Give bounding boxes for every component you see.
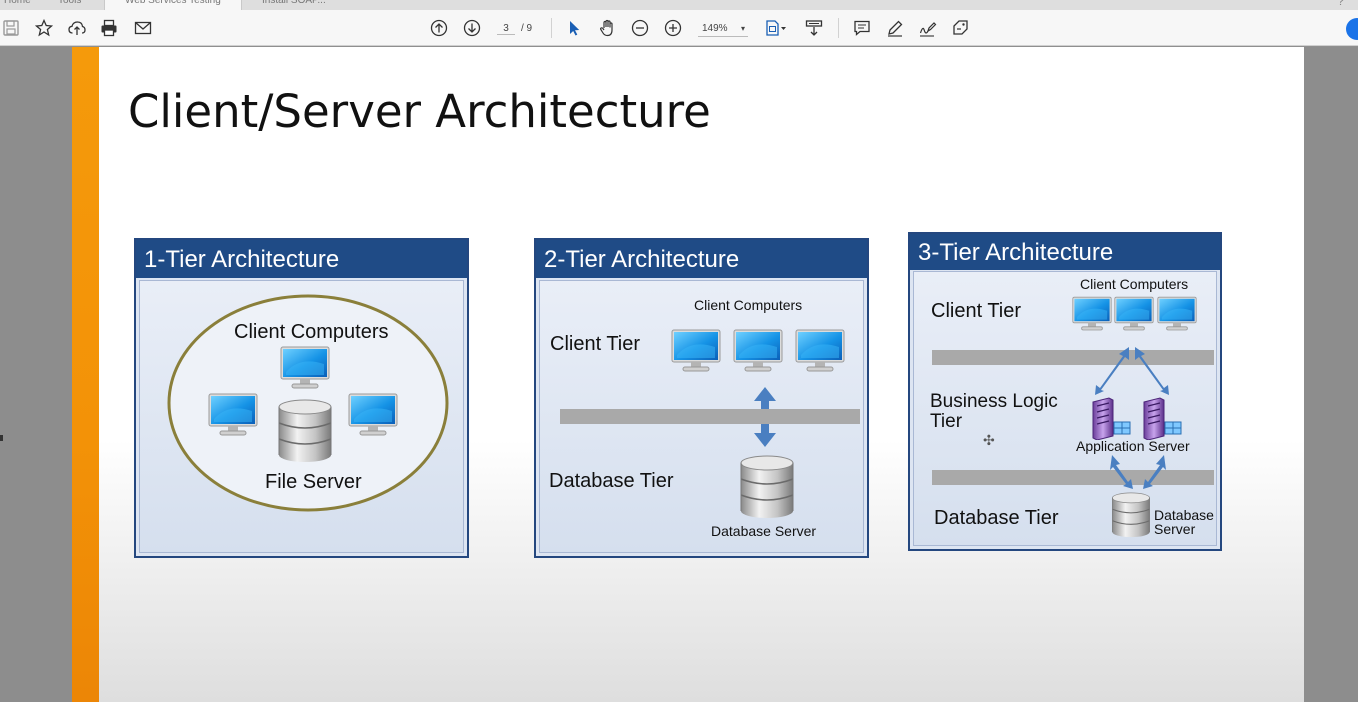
zoom-level-value: 149%	[702, 22, 728, 34]
select-cursor-icon[interactable]	[563, 17, 585, 39]
scroll-mode-icon[interactable]	[803, 17, 825, 39]
scroll-marker	[0, 435, 3, 441]
monitor-icon	[1072, 296, 1112, 332]
database-icon	[277, 399, 333, 463]
save-icon[interactable]	[0, 17, 22, 39]
panel-3-body: Client Computers Client Tier Business Lo…	[913, 271, 1217, 546]
application-server-icon	[1140, 396, 1184, 440]
slide-accent-bar	[72, 47, 99, 702]
slide-title: Client/Server Architecture	[128, 85, 711, 138]
database-server-label: Database Server	[1154, 508, 1214, 536]
pdf-toolbar: 3 / 9 149% ▾	[0, 10, 1358, 46]
highlight-pen-icon[interactable]	[884, 17, 906, 39]
tab-home[interactable]: Home	[4, 0, 31, 6]
monitor-icon	[348, 393, 398, 437]
zoom-level-dropdown[interactable]: 149% ▾	[698, 20, 748, 37]
client-computers-label: Client Computers	[694, 297, 803, 313]
database-tier-label: Database Tier	[934, 507, 1059, 529]
monitor-icon	[671, 329, 721, 373]
business-logic-line2: Tier	[930, 411, 963, 432]
print-icon[interactable]	[98, 17, 120, 39]
database-server-label: Database Server	[711, 523, 817, 539]
chevron-down-icon: ▾	[740, 23, 745, 33]
monitor-icon	[1114, 296, 1154, 332]
client-computers-label: Client Computers	[1080, 276, 1189, 292]
zoom-out-icon[interactable]	[629, 17, 651, 39]
zoom-in-icon[interactable]	[662, 17, 684, 39]
next-page-icon[interactable]	[461, 17, 483, 39]
sign-icon[interactable]	[917, 17, 939, 39]
page-number-input[interactable]: 3	[497, 23, 515, 35]
business-logic-tier-label: Business Logic Tier	[930, 392, 1058, 432]
star-icon[interactable]	[33, 17, 55, 39]
panel-2-body: Client Computers Client Tier Database Ti…	[539, 280, 864, 553]
tier-separator-bar	[932, 470, 1214, 485]
double-arrow-icon	[1110, 455, 1166, 489]
fit-page-icon[interactable]	[762, 17, 790, 39]
previous-page-icon[interactable]	[428, 17, 450, 39]
tier-separator-bar	[560, 409, 860, 424]
fill-sign-tag-icon[interactable]	[950, 17, 972, 39]
slide-page: Client/Server Architecture 1-Tier Archit…	[72, 47, 1304, 702]
panel-1-tier: 1-Tier Architecture Client Computers Fil…	[134, 238, 469, 558]
database-server-line1: Database	[1154, 507, 1214, 523]
panel-1-body: Client Computers File Server	[139, 280, 464, 553]
panel-2-header: 2-Tier Architecture	[536, 240, 867, 278]
client-tier-label: Client Tier	[931, 300, 1022, 322]
comment-icon[interactable]	[851, 17, 873, 39]
crosshair-cursor-icon: ✣	[983, 432, 995, 448]
tab-web-services-testing[interactable]: Web Services Testing	[104, 0, 242, 10]
account-avatar[interactable]	[1346, 18, 1358, 40]
client-computers-label: Client Computers	[234, 321, 389, 343]
monitor-icon	[733, 329, 783, 373]
application-server-label: Application Server	[1076, 438, 1190, 454]
cloud-upload-icon[interactable]	[66, 17, 88, 39]
panel-3-tier: 3-Tier Architecture Client Computers Cli…	[908, 232, 1222, 551]
toolbar-divider	[551, 18, 552, 38]
tab-tools[interactable]: Tools	[58, 0, 82, 6]
page-indicator: 3 / 9	[497, 20, 541, 37]
panel-2-tier: 2-Tier Architecture Client Computers Cli…	[534, 238, 869, 558]
file-server-label: File Server	[265, 471, 362, 493]
panel-1-header: 1-Tier Architecture	[136, 240, 467, 278]
monitor-icon	[280, 346, 330, 390]
panel-3-header: 3-Tier Architecture	[910, 234, 1220, 270]
database-tier-label: Database Tier	[549, 470, 674, 492]
database-icon	[1111, 492, 1151, 538]
hand-tool-icon[interactable]	[596, 17, 618, 39]
client-tier-label: Client Tier	[550, 333, 641, 355]
toolbar-divider	[838, 18, 839, 38]
database-server-line2: Server	[1154, 521, 1196, 537]
monitor-icon	[795, 329, 845, 373]
page-total: / 9	[521, 23, 533, 34]
tab-strip: Home Tools Web Services Testing Install …	[0, 0, 1358, 10]
tab-install-soap[interactable]: Install SOAP...	[262, 0, 326, 6]
database-icon	[739, 455, 795, 519]
business-logic-line1: Business Logic	[930, 391, 1058, 412]
monitor-icon	[208, 393, 258, 437]
document-viewport[interactable]: Client/Server Architecture 1-Tier Archit…	[0, 47, 1358, 702]
double-arrow-icon	[1095, 347, 1169, 395]
email-icon[interactable]	[132, 17, 154, 39]
monitor-icon	[1157, 296, 1197, 332]
help-icon[interactable]: ?	[1337, 0, 1344, 8]
application-server-icon	[1089, 396, 1133, 440]
